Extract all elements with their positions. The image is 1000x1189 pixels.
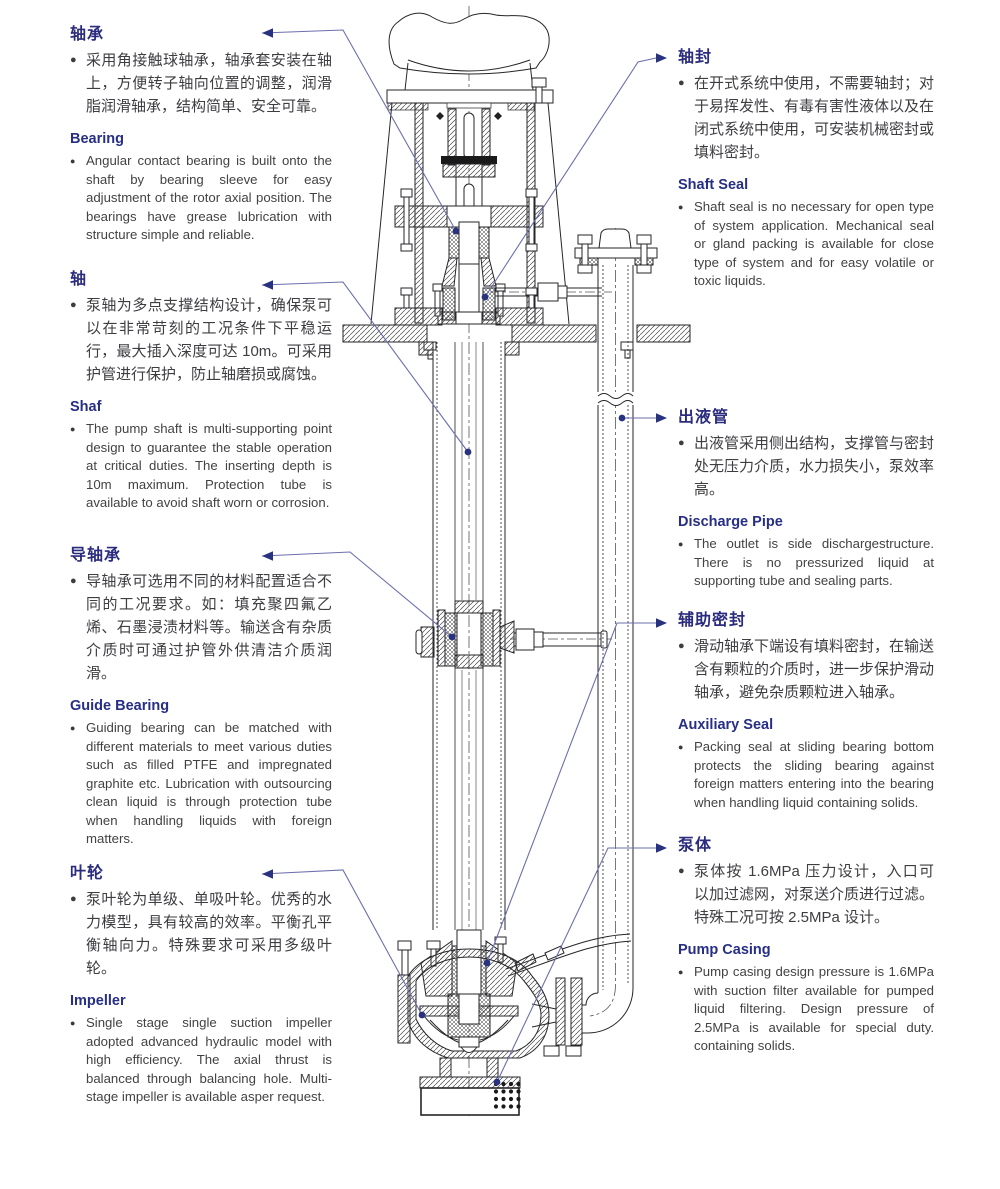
section-text-en: Packing seal at sliding bearing bottom p…: [694, 739, 934, 810]
bullet-icon: ●: [678, 77, 685, 89]
section-text-en: Shaft seal is no necessary for open type…: [694, 199, 934, 288]
section-title-zh: 轴封: [678, 49, 713, 66]
section-text-en: Single stage single suction impeller ado…: [86, 1015, 332, 1104]
bullet-icon: ●: [70, 1018, 76, 1028]
support-column-tube: [418, 341, 520, 938]
arrow-left-icon: [262, 28, 273, 38]
bullet-icon: ●: [70, 575, 77, 587]
section-text-en: Pump casing design pressure is 1.6MPa wi…: [694, 964, 934, 1053]
section-title-en: Impeller: [70, 993, 126, 1009]
annotation-pump-casing: 泵体 ● 泵体按 1.6MPa 压力设计，入口可以加过滤网，对泵送介质进行过滤。…: [678, 831, 934, 1056]
section-title-en: Bearing: [70, 131, 124, 147]
leader-lines: [261, 29, 657, 1083]
bullet-icon: ●: [678, 640, 685, 652]
bullet-icon: ●: [678, 967, 684, 977]
section-title-en: Pump Casing: [678, 942, 771, 958]
pump-casing: [397, 940, 583, 1059]
section-text-zh: 导轴承可选用不同的材料配置适合不同的工况要求。如：填充聚四氟乙烯、石墨浸渍材料等…: [86, 573, 332, 682]
bullet-icon: ●: [678, 437, 685, 449]
annotation-auxiliary-seal: 辅助密封 ● 滑动轴承下端设有填料密封，在输送含有颗粒的介质时，进一步保护滑动轴…: [678, 606, 934, 812]
section-title-zh: 轴: [70, 271, 88, 288]
section-text-zh: 在开式系统中使用，不需要轴封；对于易挥发性、有毒有害性液体以及在闭式系统中使用，…: [694, 75, 935, 161]
section-text-zh: 出液管采用侧出结构，支撑管与密封处无压力介质，水力损失小，泵效率高。: [694, 435, 935, 498]
guide-bearing-assembly: [415, 600, 608, 669]
annotation-guide-bearing: 导轴承 ● 导轴承可选用不同的材料配置适合不同的工况要求。如：填充聚四氟乙烯、石…: [70, 541, 332, 849]
top-support-plate: [386, 77, 554, 120]
section-text-zh: 泵轴为多点支撑结构设计，确保泵可以在非常苛刻的工况条件下平稳运行，最大插入深度可…: [86, 297, 332, 383]
arrow-left-icon: [262, 280, 273, 290]
section-title-en: Discharge Pipe: [678, 514, 783, 530]
section-title-zh: 泵体: [678, 837, 713, 854]
arrow-left-icon: [262, 869, 273, 879]
bullet-icon: ●: [70, 723, 76, 733]
section-text-zh: 采用角接触球轴承，轴承套安装在轴上，方便转子轴向位置的调整，润滑脂润滑轴承，结构…: [86, 52, 332, 115]
leader-pump-casing: [496, 847, 656, 1083]
leader-shaft-seal: [484, 57, 657, 298]
strainer-holes: [493, 1081, 521, 1109]
section-title-zh: 导轴承: [70, 547, 122, 564]
bullet-icon: ●: [678, 865, 685, 877]
bullet-icon: ●: [678, 742, 684, 752]
section-text-en: The outlet is side dischargestructure. T…: [694, 536, 934, 588]
bottom-packing-seal: [420, 929, 632, 997]
bullet-icon: ●: [70, 54, 77, 66]
arrow-right-icon: [656, 618, 667, 628]
section-title-en: Shaft Seal: [678, 177, 749, 193]
arrow-left-icon: [262, 551, 273, 561]
section-text-en: Angular contact bearing is built onto th…: [86, 153, 332, 242]
leader-markers: [262, 28, 667, 1086]
leader-shaft: [261, 281, 469, 453]
section-title-en: Auxiliary Seal: [678, 717, 774, 733]
section-title-en: Shaf: [70, 399, 102, 415]
leader-auxiliary-seal: [486, 622, 656, 964]
section-title-zh: 轴承: [70, 26, 105, 43]
section-title-zh: 出液管: [678, 409, 730, 426]
bullet-icon: ●: [70, 424, 76, 434]
arrow-right-icon: [656, 843, 667, 853]
motor-coupling-housing: [388, 12, 550, 91]
section-text-zh: 滑动轴承下端设有填料密封，在输送含有颗粒的介质时，进一步保护滑动轴承，避免杂质颗…: [694, 638, 935, 701]
bullet-icon: ●: [678, 202, 684, 212]
section-title-zh: 叶轮: [70, 865, 105, 882]
annotation-shaft: 轴 ● 泵轴为多点支撑结构设计，确保泵可以在非常苛刻的工况条件下平稳运行，最大插…: [70, 265, 332, 513]
bullet-icon: ●: [70, 156, 76, 166]
arrow-right-icon: [656, 413, 667, 423]
leader-guide-bearing: [261, 551, 453, 638]
annotation-impeller: 叶轮 ● 泵叶轮为单级、单吸叶轮。优秀的水力模型，具有较高的效率。平衡孔平衡轴向…: [70, 859, 332, 1107]
section-title-en: Guide Bearing: [70, 698, 170, 714]
section-text-en: Guiding bearing can be matched with diff…: [86, 720, 332, 846]
annotation-shaft-seal: 轴封 ● 在开式系统中使用，不需要轴封；对于易挥发性、有毒有害性液体以及在闭式系…: [678, 43, 934, 291]
leader-impeller: [261, 869, 423, 1016]
annotation-discharge-pipe: 出液管 ● 出液管采用侧出结构，支撑管与密封处无压力介质，水力损失小，泵效率高。…: [678, 403, 934, 591]
annotation-bearing: 轴承 ● 采用角接触球轴承，轴承套安装在轴上，方便转子轴向位置的调整，润滑脂润滑…: [70, 20, 332, 245]
section-text-zh: 泵叶轮为单级、单吸叶轮。优秀的水力模型，具有较高的效率。平衡孔平衡轴向力。特殊要…: [86, 891, 332, 977]
shaft-seal-gland: [394, 263, 602, 326]
bullet-icon: ●: [678, 539, 684, 549]
section-text-zh: 泵体按 1.6MPa 压力设计，入口可以加过滤网，对泵送介质进行过滤。特殊工况可…: [694, 863, 935, 926]
section-title-zh: 辅助密封: [678, 612, 747, 629]
section-text-en: The pump shaft is multi-supporting point…: [86, 421, 332, 510]
arrow-right-icon: [656, 53, 667, 63]
leader-bearing: [261, 29, 457, 232]
bullet-icon: ●: [70, 299, 77, 311]
discharge-pipe: [574, 228, 658, 1036]
bullet-icon: ●: [70, 893, 77, 905]
shaft-coupling: [441, 108, 497, 213]
